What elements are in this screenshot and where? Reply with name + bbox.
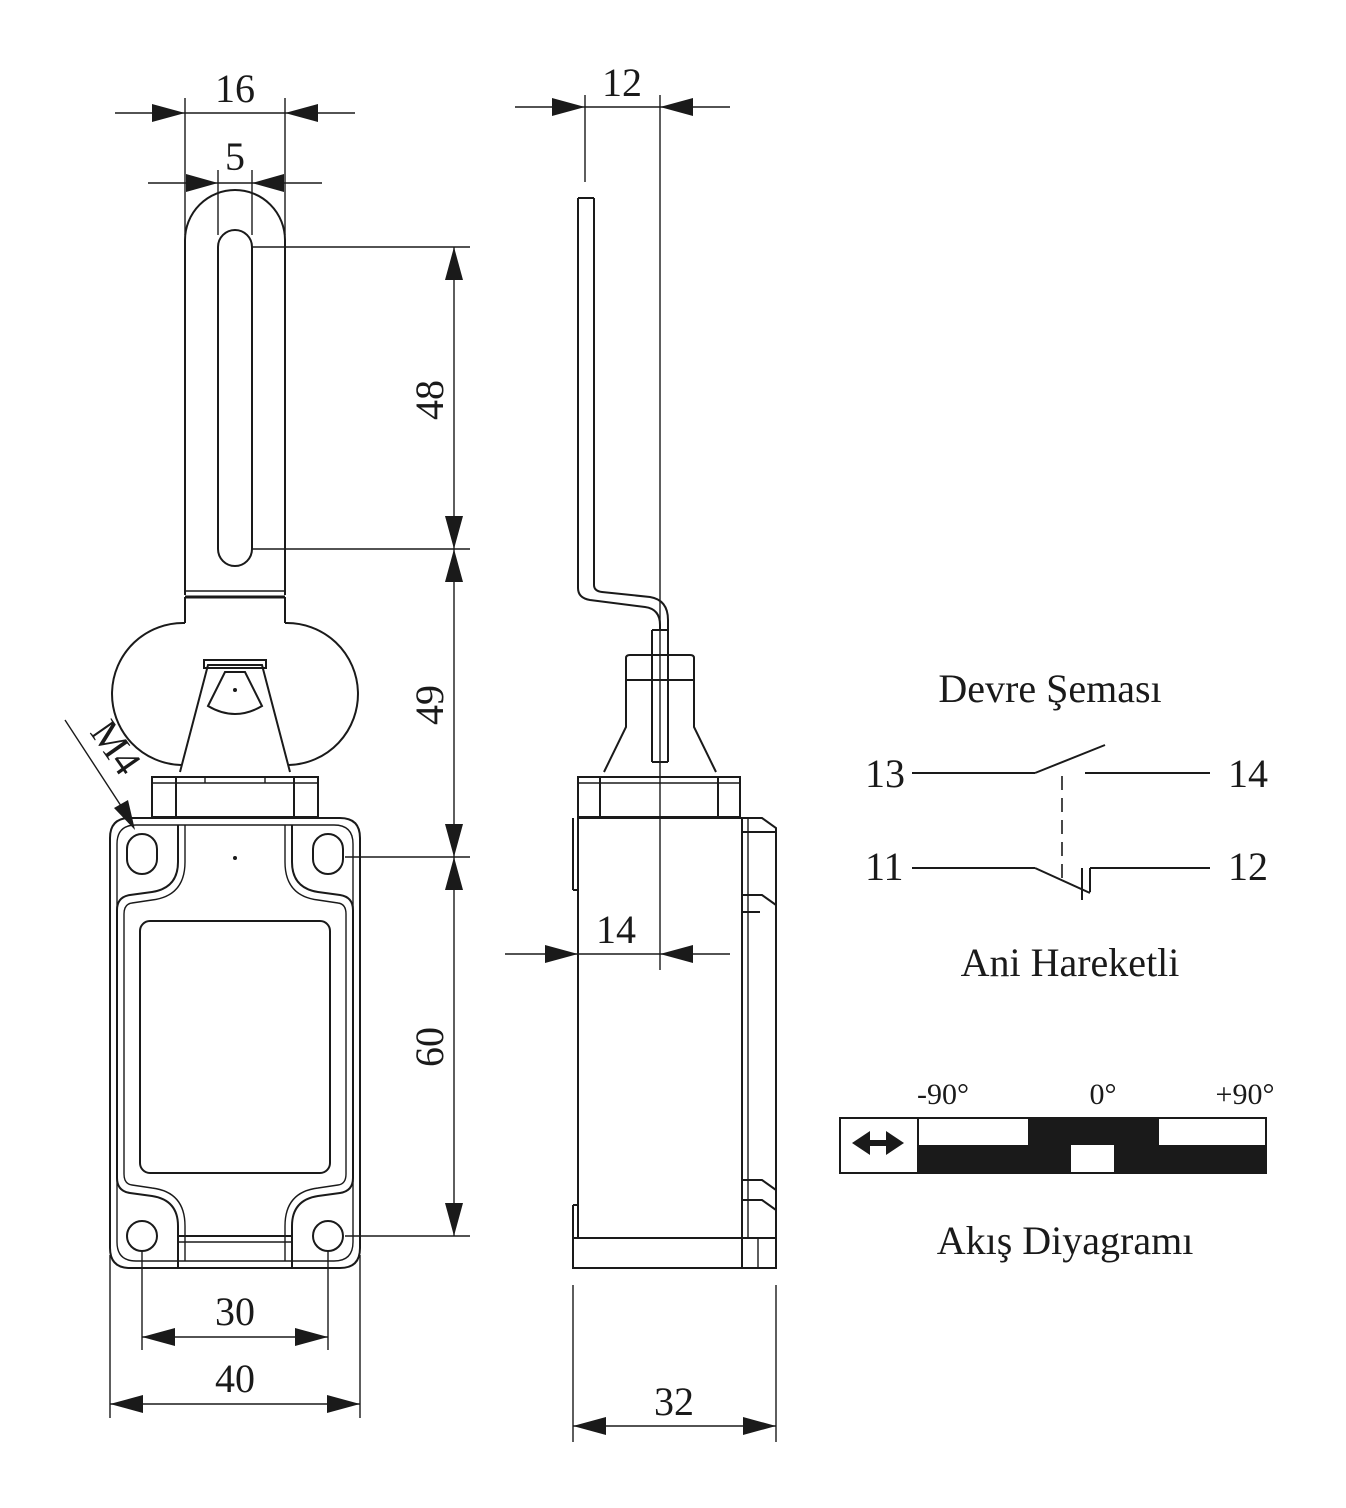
circuit-title: Devre Şeması: [938, 666, 1161, 711]
side-cover: [742, 817, 777, 1238]
switch-body: [109, 817, 361, 1269]
lever-arm: [184, 189, 286, 595]
mount-hole-tl: [126, 833, 158, 875]
side-dimensions: 12 14 32: [505, 60, 777, 1442]
flow-contact-bottom-right: [1114, 1145, 1266, 1173]
mount-hole-br: [312, 1220, 344, 1252]
flow-title: Akış Diyagramı: [937, 1218, 1194, 1263]
angle-center: 0°: [1090, 1078, 1117, 1111]
dim-pivot-to-mount: 49: [407, 685, 452, 725]
lever-slot: [217, 229, 253, 567]
double-arrow-icon: [852, 1131, 904, 1155]
dim-mount-spacing-horizontal: 30: [215, 1289, 255, 1334]
flow-contact-bottom-left: [918, 1145, 1071, 1173]
dim-slot-width: 5: [225, 134, 245, 179]
dim-body-depth: 32: [654, 1379, 694, 1424]
actuator-neck: [179, 664, 291, 773]
dim-mount-spacing-vertical: 60: [407, 1027, 452, 1067]
flow-diagram: -90° 0° +90° Akış Diyagramı: [839, 1078, 1275, 1263]
circuit-action-label: Ani Hareketli: [961, 940, 1180, 985]
dim-rod-offset: 12: [602, 60, 642, 105]
actuator-rod: [577, 198, 661, 630]
dim-slot-length: 48: [407, 380, 452, 420]
terminal-14: 14: [1228, 751, 1268, 796]
side-view: [572, 197, 777, 1269]
dim-body-width: 40: [215, 1356, 255, 1401]
flow-contact-top: [1028, 1118, 1159, 1145]
dim-plunger-offset: 14: [596, 907, 636, 952]
mount-hole-bl: [126, 1220, 158, 1252]
circuit-diagram: Devre Şeması 13 14 11 12 Ani Hareketli: [865, 666, 1268, 985]
dim-thread: M4: [82, 712, 151, 783]
dim-lever-width: 16: [215, 66, 255, 111]
front-view: [109, 189, 361, 1269]
mount-hole-tr: [312, 833, 344, 875]
pivot-hub: [111, 621, 359, 766]
angle-max: +90°: [1216, 1078, 1275, 1111]
terminal-11: 11: [865, 844, 904, 889]
front-dimensions: 16 5 48 49 60 30: [64, 66, 470, 1418]
terminal-13: 13: [865, 751, 905, 796]
angle-min: -90°: [917, 1078, 969, 1111]
cover-plate: [139, 920, 331, 1174]
terminal-12: 12: [1228, 844, 1268, 889]
